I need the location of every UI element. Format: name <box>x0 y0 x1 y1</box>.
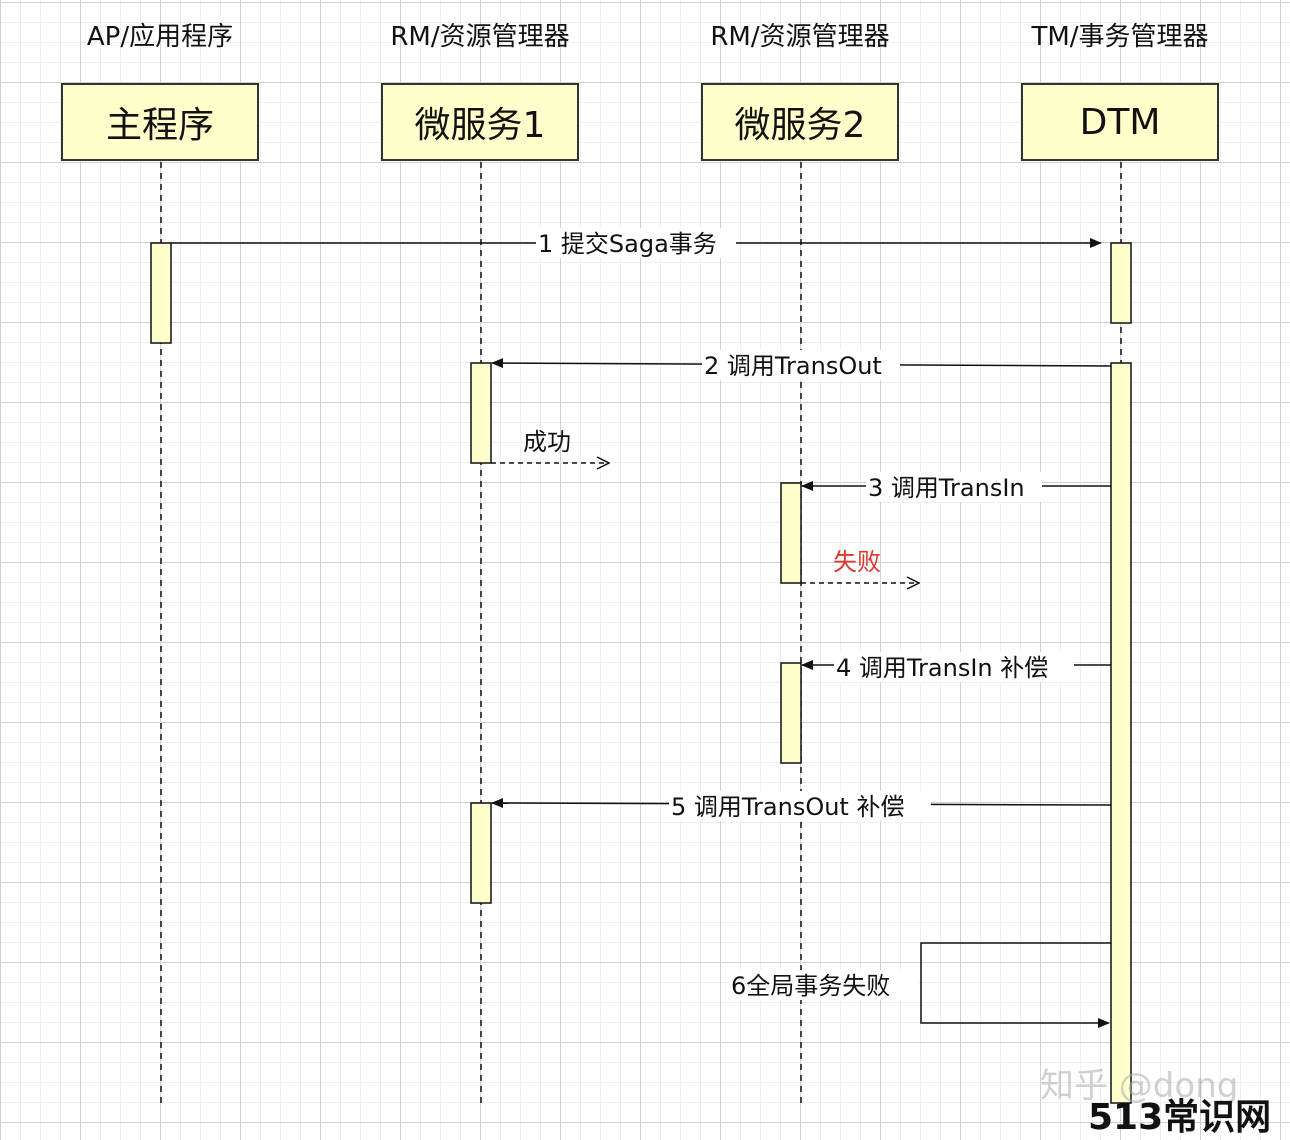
activation-microservice-2-transin <box>780 482 802 584</box>
label-global-failure: 6全局事务失败 <box>731 972 890 1000</box>
actor-microservice-2-label: 微服务2 <box>734 105 866 146</box>
activation-dtm-submit <box>1110 242 1132 324</box>
actor-main-program-label: 主程序 <box>105 105 214 146</box>
site-brand: 513常识网 <box>1088 1097 1272 1138</box>
arrow-global-failure <box>920 942 1111 1028</box>
role-label-rm-1: RM/资源管理器 <box>390 22 570 52</box>
label-compensate-transout: 5 调用TransOut 补偿 <box>671 793 904 821</box>
watermark: 知乎 @dong <box>1040 1066 1239 1106</box>
activation-microservice-2-compensate <box>780 662 802 764</box>
activation-microservice-1-transout <box>470 362 492 464</box>
role-label-rm-2: RM/资源管理器 <box>710 22 890 52</box>
label-success: 成功 <box>523 428 571 456</box>
label-call-transout: 2 调用TransOut <box>704 352 882 380</box>
activation-dtm-main <box>1110 362 1132 1104</box>
actor-microservice-2: 微服务2 <box>701 83 899 161</box>
actor-microservice-1: 微服务1 <box>381 83 579 161</box>
label-compensate-transin: 4 调用TransIn 补偿 <box>836 654 1048 682</box>
actor-main-program: 主程序 <box>61 83 259 161</box>
label-call-transin: 3 调用TransIn <box>868 474 1025 502</box>
actor-dtm: DTM <box>1021 83 1219 161</box>
actor-dtm-label: DTM <box>1079 101 1161 143</box>
role-label-tm: TM/事务管理器 <box>1031 22 1209 52</box>
label-submit-saga: 1 提交Saga事务 <box>538 230 717 258</box>
activation-microservice-1-compensate <box>470 802 492 904</box>
activation-main-program <box>150 242 172 344</box>
actor-microservice-1-label: 微服务1 <box>414 105 546 146</box>
label-failure: 失败 <box>833 548 881 576</box>
role-label-ap: AP/应用程序 <box>86 22 234 52</box>
